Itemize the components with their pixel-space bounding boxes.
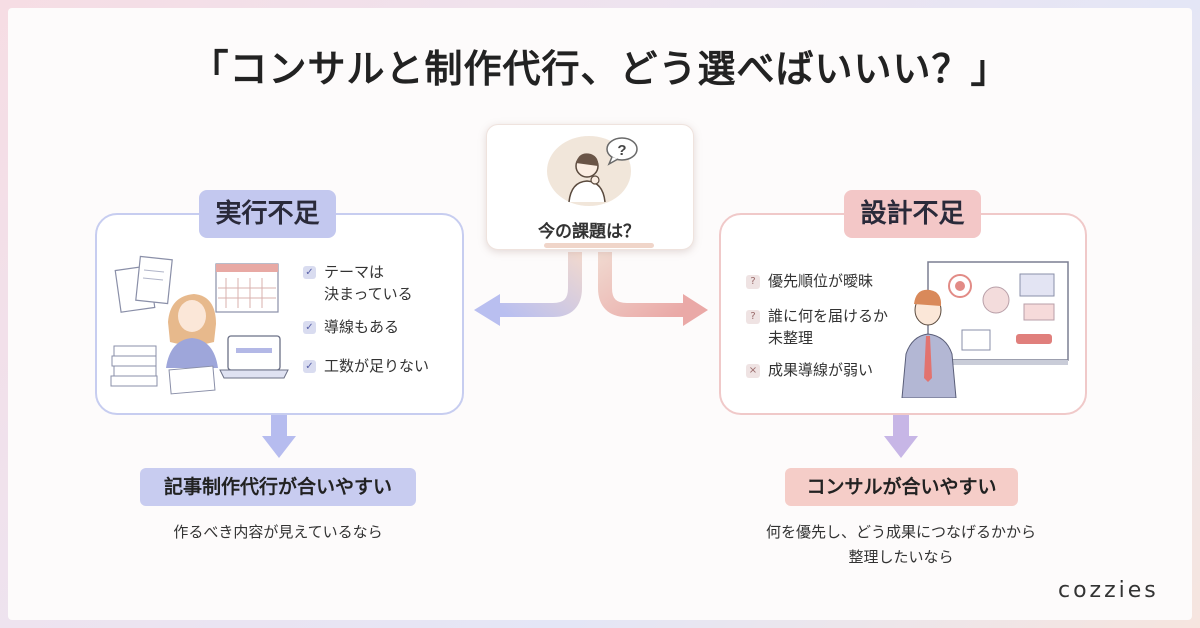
left-item-3: ✓工数が足りない bbox=[303, 355, 429, 377]
right-result-badge: コンサルが合いやすい bbox=[785, 468, 1018, 506]
busy-writer-illustration bbox=[110, 255, 289, 395]
right-down-arrowhead bbox=[884, 436, 918, 458]
question-mark-icon: ? bbox=[746, 309, 760, 324]
right-item-2: ?誰に何を届けるか 未整理 bbox=[746, 305, 888, 349]
left-item-2: ✓導線もある bbox=[303, 316, 399, 338]
right-result-subtext: 何を優先し、どう成果につなげるかから 整理したいなら bbox=[711, 520, 1091, 570]
left-branch-arrow bbox=[500, 252, 582, 317]
design-shortage-tag: 設計不足 bbox=[844, 190, 981, 238]
question-bubble-icon: ? bbox=[606, 137, 638, 166]
question-mark-icon: ? bbox=[746, 274, 760, 289]
check-icon: ✓ bbox=[303, 360, 316, 373]
question-label: 今の課題は？ bbox=[538, 222, 640, 242]
page-title: 「コンサルと制作代行、どう選べばいいい？」 bbox=[190, 47, 1010, 91]
left-result-subtext: 作るべき内容が見えているなら bbox=[173, 523, 383, 541]
left-result-badge: 記事制作代行が合いやすい bbox=[140, 468, 416, 506]
check-icon: ✓ bbox=[303, 266, 316, 279]
right-arrowhead bbox=[683, 294, 708, 326]
right-down-arrow-shaft bbox=[893, 412, 909, 438]
right-sub-line1: 何を優先し、どう成果につなげるかから bbox=[765, 523, 1036, 541]
svg-text:?: ? bbox=[617, 142, 626, 159]
left-arrowhead bbox=[474, 294, 500, 326]
right-item-1: ?優先順位が曖昧 bbox=[746, 270, 873, 292]
check-icon: ✓ bbox=[303, 321, 316, 334]
brand-logo: cozzies bbox=[1058, 578, 1159, 603]
left-down-arrow-shaft bbox=[271, 412, 287, 438]
left-item-1: ✓テーマは 決まっている bbox=[303, 261, 413, 305]
right-item-3: ×成果導線が弱い bbox=[746, 359, 873, 381]
question-underline bbox=[544, 243, 654, 248]
execution-shortage-tag: 実行不足 bbox=[199, 190, 336, 238]
consultant-whiteboard-illustration bbox=[901, 261, 1069, 398]
cross-mark-icon: × bbox=[746, 363, 760, 378]
right-branch-arrow bbox=[598, 252, 683, 317]
left-down-arrowhead bbox=[262, 436, 296, 458]
right-sub-line2: 整理したいなら bbox=[848, 548, 954, 566]
